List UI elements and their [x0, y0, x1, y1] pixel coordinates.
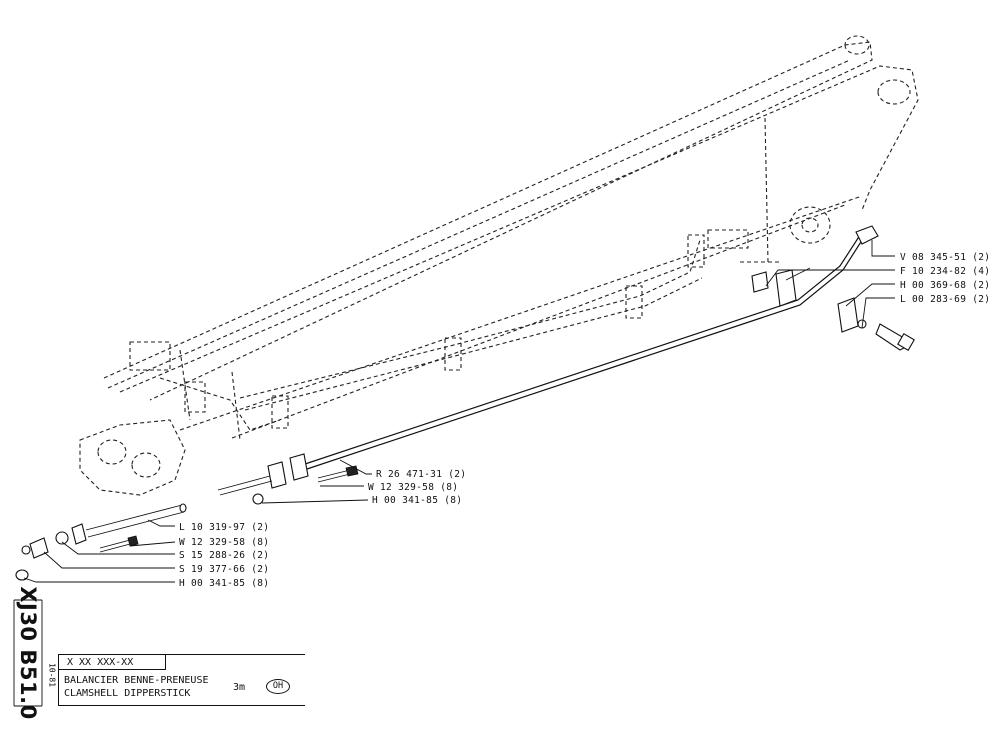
part-label: H 00 369-68 (2) — [900, 280, 990, 291]
part-labels: V 08 345-51 (2) F 10 234-82 (4) H 00 369… — [179, 252, 990, 589]
part-label: W 12 329-58 (8) — [368, 482, 458, 493]
oh-badge: OH — [266, 679, 290, 694]
part-label: W 12 329-58 (8) — [179, 537, 269, 548]
part-label: V 08 345-51 (2) — [900, 252, 990, 263]
leader-lines — [23, 240, 895, 583]
part-label: R 26 471-31 (2) — [376, 469, 466, 480]
lower-parts — [15, 453, 359, 581]
length-value: 3m — [233, 682, 246, 693]
part-label: L 10 319-97 (2) — [179, 522, 269, 533]
part-label: F 10 234-82 (4) — [900, 266, 990, 277]
hydraulic-pipe — [301, 231, 867, 471]
title-english: CLAMSHELL DIPPERSTICK — [64, 688, 191, 699]
title-block-frame — [13, 599, 43, 707]
dipperstick-outline — [79, 35, 919, 496]
upper-clamp-parts — [751, 225, 915, 351]
part-label: S 15 288-26 (2) — [179, 550, 269, 561]
phantom-clamps — [129, 206, 831, 429]
part-label: S 19 377-66 (2) — [179, 564, 269, 575]
part-label: H 00 341-85 (8) — [372, 495, 462, 506]
title-french: BALANCIER BENNE-PRENEUSE — [64, 675, 209, 686]
part-label: L 00 283-69 (2) — [900, 294, 990, 305]
part-number-box: X XX XXX-XX — [58, 654, 166, 670]
drawing-code: XJ30 B51.0 — [16, 586, 40, 720]
drawing-date: 10-81 — [47, 662, 57, 688]
title-block — [58, 654, 305, 706]
part-label: H 00 341-85 (8) — [179, 578, 269, 589]
